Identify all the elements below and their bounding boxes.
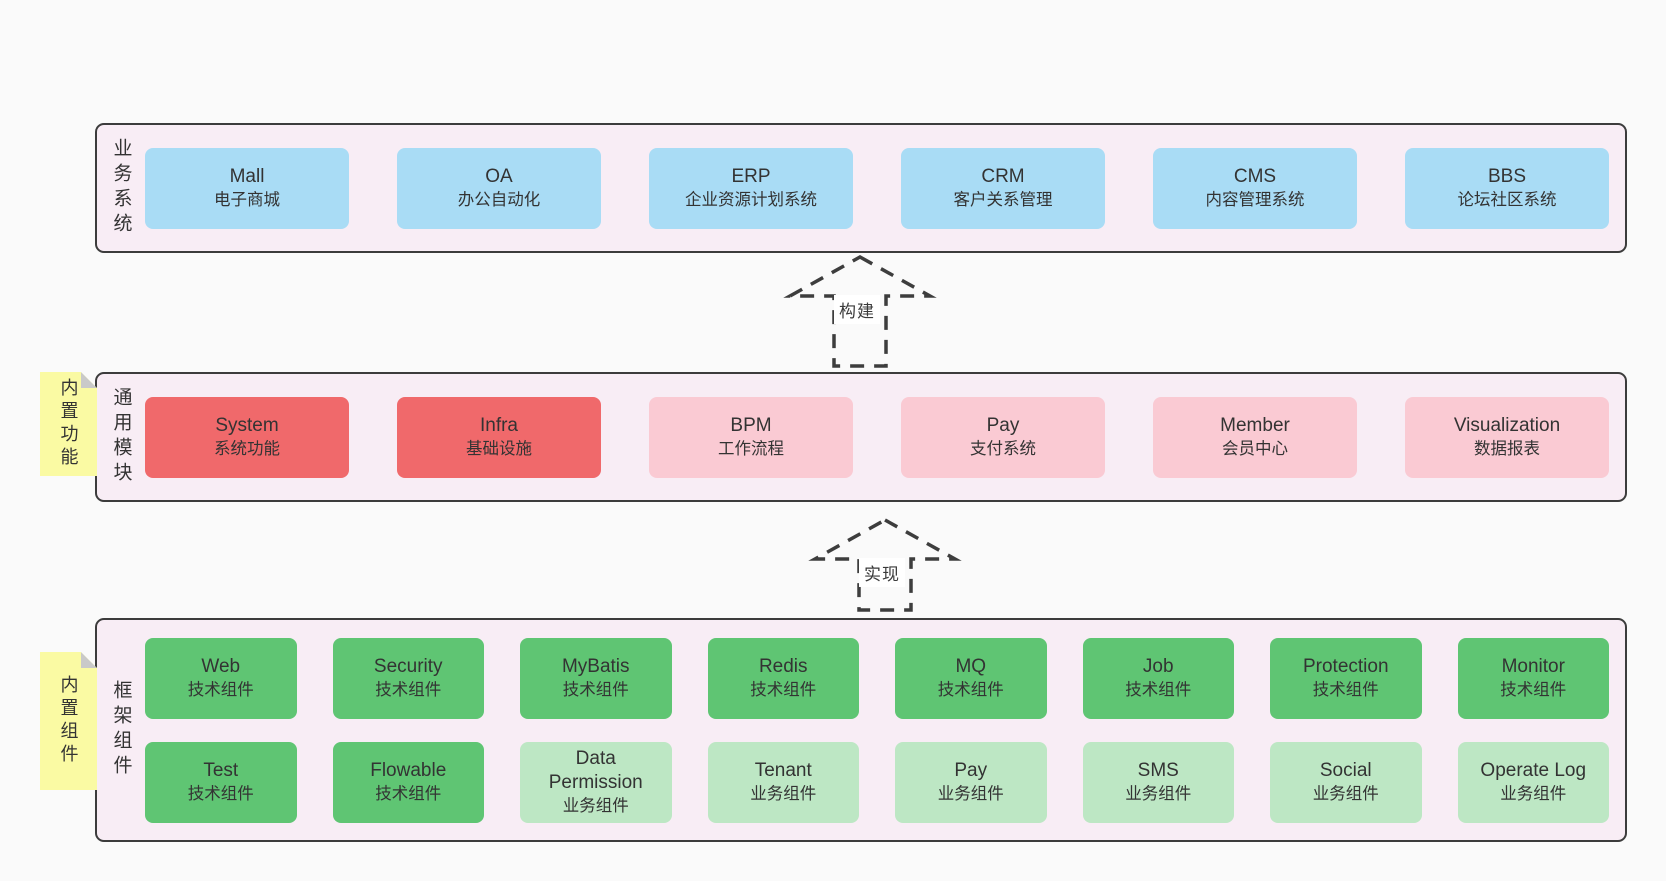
box-subtitle: 业务组件 <box>1125 784 1192 803</box>
common-modules-layer: 通用模块 System 系统功能 Infra 基础设施 BPM 工作流程 Pay… <box>95 372 1627 502</box>
layer-title-modules: 通用模块 <box>110 387 132 487</box>
box-job: Job 技术组件 <box>1082 637 1234 719</box>
box-title: MQ <box>955 656 987 678</box>
box-subtitle: 数据报表 <box>1474 439 1540 458</box>
box-data-permission: Data Permission 业务组件 <box>520 741 672 823</box>
box-mall: Mall 电子商城 <box>145 147 349 229</box>
box-title: Mall <box>229 166 265 188</box>
box-title: CMS <box>1233 166 1277 188</box>
box-tenant: Tenant 业务组件 <box>707 741 859 823</box>
box-subtitle: 基础设施 <box>466 439 532 458</box>
box-title: SMS <box>1137 760 1179 782</box>
box-cms: CMS 内容管理系统 <box>1153 147 1357 229</box>
box-subtitle: 技术组件 <box>562 680 629 699</box>
box-title: Visualization <box>1453 415 1561 437</box>
box-subtitle: 支付系统 <box>970 439 1036 458</box>
layer-title-components: 框架组件 <box>110 680 132 780</box>
business-systems-row: Mall 电子商城 OA 办公自动化 ERP 企业资源计划系统 CRM 客户关系… <box>145 125 1625 251</box>
box-title: Social <box>1319 760 1372 782</box>
box-system: System 系统功能 <box>145 396 349 478</box>
box-subtitle: 业务组件 <box>937 784 1004 803</box>
box-subtitle: 技术组件 <box>1500 680 1567 699</box>
box-mybatis: MyBatis 技术组件 <box>520 637 672 719</box>
box-bbs: BBS 论坛社区系统 <box>1405 147 1609 229</box>
box-title: Job <box>1142 656 1174 678</box>
box-subtitle: 论坛社区系统 <box>1457 190 1557 209</box>
box-title: Data Permission <box>548 748 643 794</box>
box-subtitle: 内容管理系统 <box>1205 190 1305 209</box>
box-oa: OA 办公自动化 <box>397 147 601 229</box>
box-mq: MQ 技术组件 <box>895 637 1047 719</box>
box-subtitle: 技术组件 <box>187 680 254 699</box>
box-title: Web <box>201 656 241 678</box>
box-subtitle: 业务组件 <box>1312 784 1379 803</box>
box-subtitle: 业务组件 <box>562 796 629 815</box>
box-title: ERP <box>731 166 771 188</box>
layer-title-business: 业务系统 <box>110 138 132 238</box>
box-subtitle: 系统功能 <box>214 439 280 458</box>
sticky-note-builtin-components: 内置组件 <box>40 652 97 790</box>
box-subtitle: 业务组件 <box>1500 784 1567 803</box>
box-title: Security <box>373 656 443 678</box>
box-title: Test <box>203 760 239 782</box>
box-title: BBS <box>1487 166 1527 188</box>
box-subtitle: 电子商城 <box>214 190 280 209</box>
box-subtitle: 工作流程 <box>718 439 784 458</box>
box-redis: Redis 技术组件 <box>707 637 859 719</box>
box-subtitle: 客户关系管理 <box>953 190 1053 209</box>
business-systems-layer: 业务系统 Mall 电子商城 OA 办公自动化 ERP 企业资源计划系统 CRM… <box>95 123 1627 253</box>
box-erp: ERP 企业资源计划系统 <box>649 147 853 229</box>
box-crm: CRM 客户关系管理 <box>901 147 1105 229</box>
box-subtitle: 技术组件 <box>1312 680 1379 699</box>
box-visualization: Visualization 数据报表 <box>1405 396 1609 478</box>
box-social: Social 业务组件 <box>1270 741 1422 823</box>
box-title: Pay <box>954 760 988 782</box>
sticky-note-label: 内置组件 <box>58 675 79 767</box>
box-title: CRM <box>981 166 1025 188</box>
box-infra: Infra 基础设施 <box>397 396 601 478</box>
box-subtitle: 技术组件 <box>375 680 442 699</box>
box-subtitle: 技术组件 <box>187 784 254 803</box>
box-subtitle: 技术组件 <box>750 680 817 699</box>
implement-arrow-label: 实现 <box>859 558 905 587</box>
box-web: Web 技术组件 <box>145 637 297 719</box>
box-title: Infra <box>479 415 519 437</box>
box-subtitle: 业务组件 <box>750 784 817 803</box>
framework-components-layer: 框架组件 Web 技术组件 Security 技术组件 MyBatis 技术组件… <box>95 618 1627 842</box>
box-sms: SMS 业务组件 <box>1082 741 1234 823</box>
box-subtitle: 办公自动化 <box>457 190 541 209</box>
box-title: MyBatis <box>561 656 630 678</box>
box-flowable: Flowable 技术组件 <box>332 741 484 823</box>
box-title: Pay <box>986 415 1020 437</box>
box-subtitle: 会员中心 <box>1222 439 1288 458</box>
box-member: Member 会员中心 <box>1153 396 1357 478</box>
framework-components-grid: Web 技术组件 Security 技术组件 MyBatis 技术组件 Redi… <box>145 620 1625 840</box>
box-protection: Protection 技术组件 <box>1270 637 1422 719</box>
box-subtitle: 技术组件 <box>1125 680 1192 699</box>
box-title: Tenant <box>754 760 812 782</box>
box-title: Redis <box>758 656 808 678</box>
box-title: OA <box>485 166 513 188</box>
box-title: Protection <box>1302 656 1389 678</box>
box-subtitle: 技术组件 <box>375 784 442 803</box>
box-title: BPM <box>730 415 772 437</box>
box-operate-log: Operate Log 业务组件 <box>1457 741 1609 823</box>
sticky-note-label: 内置功能 <box>58 378 79 470</box>
box-security: Security 技术组件 <box>332 637 484 719</box>
sticky-note-builtin-features: 内置功能 <box>40 372 97 476</box>
build-arrow-label: 构建 <box>834 295 880 324</box>
box-title: Member <box>1220 415 1290 437</box>
box-pay: Pay 支付系统 <box>901 396 1105 478</box>
box-title: Flowable <box>370 760 447 782</box>
box-pay-business: Pay 业务组件 <box>895 741 1047 823</box>
common-modules-row: System 系统功能 Infra 基础设施 BPM 工作流程 Pay 支付系统… <box>145 374 1625 500</box>
box-subtitle: 企业资源计划系统 <box>685 190 817 209</box>
box-title: Monitor <box>1501 656 1565 678</box>
box-title: Operate Log <box>1480 760 1587 782</box>
box-bpm: BPM 工作流程 <box>649 396 853 478</box>
box-test: Test 技术组件 <box>145 741 297 823</box>
box-subtitle: 技术组件 <box>937 680 1004 699</box>
box-monitor: Monitor 技术组件 <box>1457 637 1609 719</box>
box-title: System <box>215 415 279 437</box>
